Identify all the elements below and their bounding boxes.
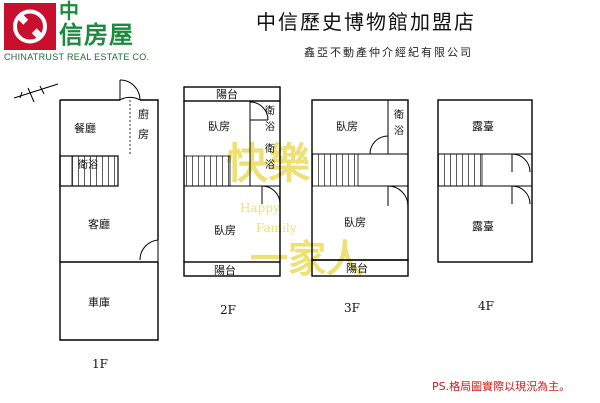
room-living: 客廳 [88, 217, 110, 231]
room-3f-bedroom-2: 臥房 [344, 216, 366, 229]
brand-name-en: CHINATRUST REAL ESTATE CO. [4, 52, 150, 62]
room-kitchen-a: 廚 [138, 107, 149, 121]
room-2f-balcony-top: 陽台 [216, 87, 238, 101]
room-bath: 衛浴 [78, 158, 98, 171]
watermark: 快樂 一家人 Happy Family [226, 139, 364, 281]
brand-name-cn-line2: 信房屋 [59, 21, 134, 49]
room-2f-balcony-bottom: 陽台 [214, 263, 236, 277]
floor-label-3f: 3F [344, 301, 360, 315]
room-2f-bath-2b: 浴 [265, 159, 275, 171]
floor-3f-labels: 臥房 衛 浴 臥房 陽台 3F [336, 108, 404, 315]
room-2f-bedroom-1: 臥房 [208, 120, 230, 133]
floor-label-1f: 1F [92, 357, 108, 371]
room-2f-bath-2a: 衛 [265, 142, 275, 155]
watermark-text-en-1: Happy [240, 201, 280, 215]
floor-label-4f: 4F [478, 299, 494, 313]
room-garage: 車庫 [88, 295, 110, 309]
room-2f-bedroom-2: 臥房 [214, 224, 236, 237]
disclaimer-note: PS.格局圖實際以現況為主。 [432, 380, 571, 393]
brand-name-cn-line1: 中 [59, 0, 80, 23]
floor-2f-labels: 陽台 臥房 衛 浴 衛 浴 臥房 陽台 2F [208, 87, 275, 317]
floor-1f-plan [59, 79, 159, 341]
watermark-text-en-2: Family [256, 221, 297, 235]
floor-4f-plan [437, 99, 533, 263]
floor-2f-plan [183, 86, 281, 277]
floor-label-2f: 2F [220, 303, 236, 317]
room-4f-terrace-2: 露臺 [472, 219, 494, 233]
room-3f-bath-b: 浴 [394, 125, 404, 137]
room-2f-bath-1b: 浴 [265, 121, 275, 133]
room-dining: 餐廳 [74, 121, 96, 135]
room-3f-bath-a: 衛 [394, 108, 404, 121]
brand-logo-icon [4, 3, 56, 50]
page-subtitle: 鑫亞不動產仲介經紀有限公司 [304, 46, 473, 59]
floor-3f-plan [311, 99, 409, 277]
room-3f-bedroom-1: 臥房 [336, 120, 358, 133]
watermark-text-1: 快樂 [226, 139, 311, 188]
brand-name-cn: 中 信房屋 [59, 0, 134, 48]
room-4f-terrace-1: 露臺 [472, 119, 494, 133]
north-arrow-icon [13, 83, 59, 103]
watermark-text-2: 一家人 [250, 236, 364, 281]
room-kitchen-b: 房 [138, 128, 149, 141]
room-3f-balcony: 陽台 [346, 261, 368, 275]
floor-4f-labels: 露臺 露臺 4F [472, 119, 494, 313]
floor-1f-labels: 餐廳 廚 房 衛浴 客廳 車庫 1F [74, 107, 149, 371]
page-title: 中信歷史博物館加盟店 [256, 10, 476, 34]
brand-logo-mark [4, 3, 56, 50]
room-2f-bath-1a: 衛 [265, 104, 275, 117]
